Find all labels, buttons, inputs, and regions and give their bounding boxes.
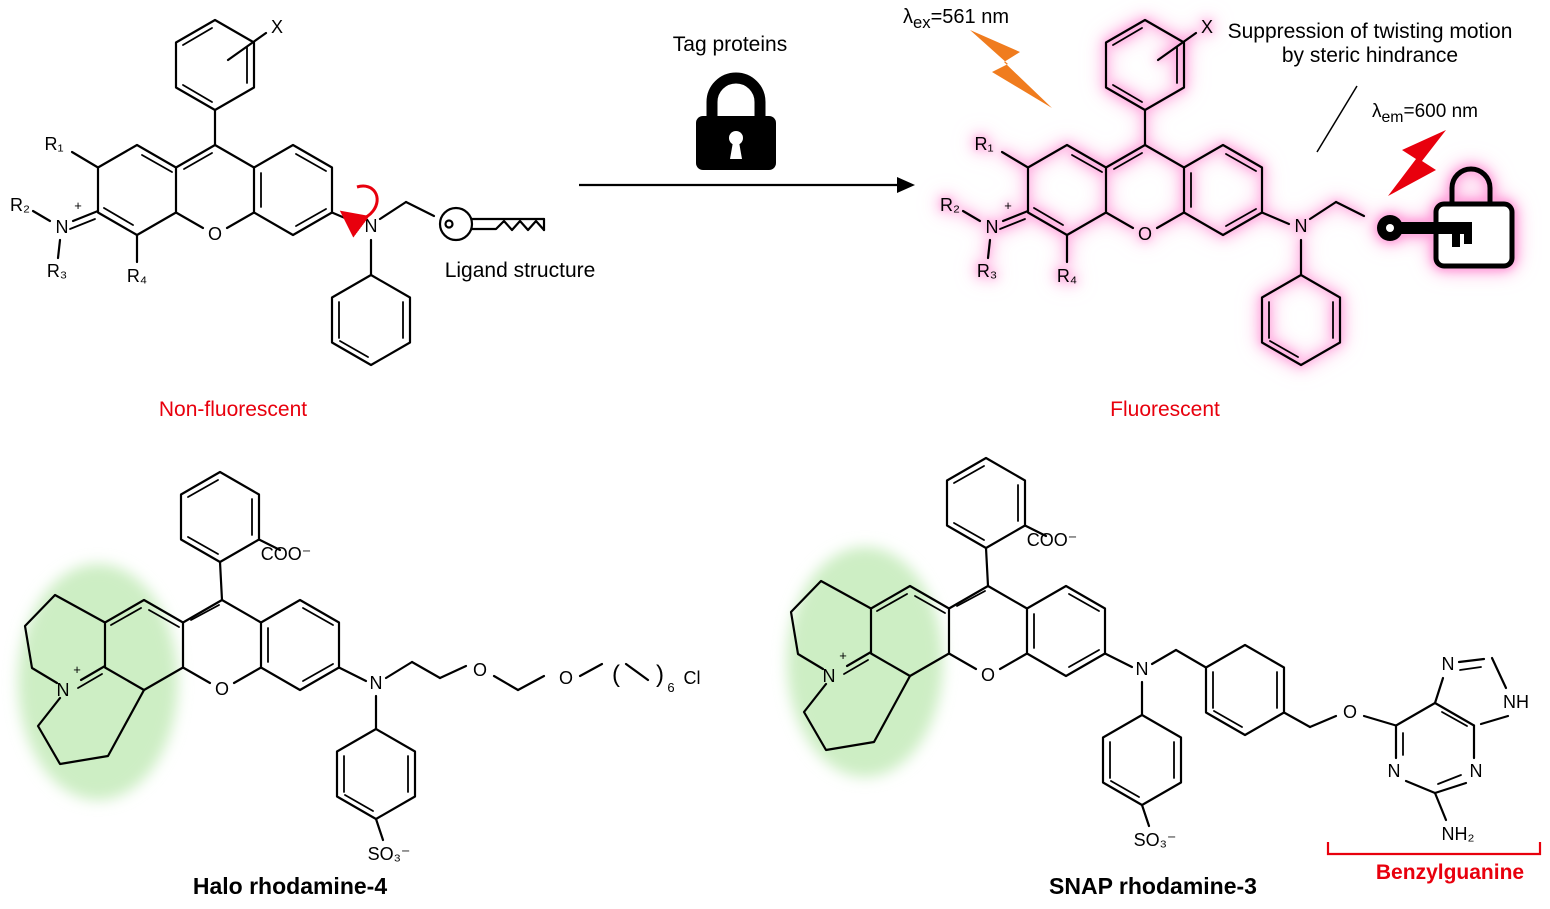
halo-rhodamine-structure: N + O COO⁻ N	[18, 470, 701, 864]
tag-proteins-label: Tag proteins	[672, 33, 788, 56]
julolidine-group: N +	[789, 579, 951, 752]
lightning-red-icon	[1388, 130, 1446, 196]
ether-oxygen-label: O	[559, 668, 573, 688]
r2-label: R₂	[940, 195, 960, 215]
r4-label: R₄	[1057, 266, 1077, 286]
nitrogen-plus-label: N	[823, 666, 836, 686]
ligand-structure-label: Ligand structure	[444, 259, 596, 282]
benzylguanine-bracket	[1326, 842, 1542, 856]
top-phenyl-carboxylate: COO⁻	[179, 470, 312, 602]
top-phenyl-ring: X	[1104, 17, 1213, 147]
top-phenyl-carboxylate: COO⁻	[945, 456, 1078, 588]
snap-title: SNAP rhodamine-3	[1049, 873, 1257, 899]
julolidine-group: N +	[23, 593, 185, 766]
aniline-sulfonate-group: N SO₃⁻	[1101, 652, 1183, 850]
paren-open: (	[612, 661, 620, 688]
nitrogen-plus-label: N	[56, 217, 69, 237]
xanthene-oxygen-label: O	[208, 224, 222, 244]
r1-label: R₁	[44, 134, 63, 154]
plus-charge-label: +	[839, 648, 847, 663]
guanine-group: N N NH₂ N NH	[1388, 654, 1530, 844]
julolidine-highlight	[18, 564, 178, 800]
twisting-arrow-icon	[339, 184, 379, 238]
aniline-right-group: N	[330, 200, 436, 367]
excitation-label: λex=561 nm	[903, 6, 1063, 32]
nitrogen-plus-label: N	[57, 680, 70, 700]
r4-label: R₄	[127, 266, 147, 286]
r3-label: R₃	[47, 261, 67, 281]
aniline-right-group: N	[1260, 200, 1366, 367]
suppression-note-line1: Suppression of twisting motion	[1227, 20, 1513, 43]
lambda-sub: em	[1381, 108, 1404, 126]
xanthene-oxygen-label: O	[981, 665, 995, 685]
lambda-symbol: λ	[1372, 101, 1382, 122]
plus-charge-label: +	[1004, 198, 1012, 213]
xanthene-oxygen-label: O	[1138, 224, 1152, 244]
aniline-nitrogen-label: N	[1136, 659, 1149, 679]
aniline-nitrogen-label: N	[1295, 216, 1308, 236]
halo-title: Halo rhodamine-4	[192, 873, 388, 899]
ether-oxygen-label: O	[473, 660, 487, 680]
carboxylate-label: COO⁻	[261, 544, 312, 564]
xanthene-core: O	[1026, 143, 1264, 244]
key-icon	[438, 206, 546, 242]
lambda-value: =600 nm	[1403, 101, 1478, 122]
plus-charge-label: +	[73, 662, 81, 677]
plus-charge-label: +	[74, 198, 82, 213]
lambda-value: =561 nm	[930, 6, 1009, 28]
n7-label: N	[1442, 654, 1455, 674]
fluorescent-structure: X O N + R₂ R₃ R₁	[940, 17, 1515, 367]
repeat-count-label: 6	[667, 680, 674, 695]
locked-key-icon	[1377, 166, 1515, 269]
snap-rhodamine-structure: N + O COO⁻ N	[787, 456, 1542, 856]
ether-oxygen-label: O	[1343, 702, 1357, 722]
benzylguanine-label: Benzylguanine	[1375, 861, 1525, 884]
halotag-linker-chain: O O ( ) 6 Cl	[384, 660, 701, 695]
nonfluorescent-state-label: Non-fluorescent	[158, 398, 308, 421]
aniline-nitrogen-label: N	[365, 216, 378, 236]
paren-close: )	[656, 661, 664, 688]
r2-label: R₂	[10, 195, 30, 215]
suppression-note: Suppression of twisting motion by steric…	[1190, 20, 1550, 68]
padlock-icon	[696, 72, 776, 170]
chloride-label: Cl	[684, 668, 701, 688]
lightning-orange-icon	[970, 30, 1052, 108]
carboxylate-label: COO⁻	[1027, 530, 1078, 550]
suppression-note-line2: by steric hindrance	[1281, 44, 1459, 68]
fluorescent-state-label: Fluorescent	[1110, 398, 1220, 421]
suppression-pointer-line	[1316, 85, 1358, 153]
n3-label: N	[1470, 761, 1483, 781]
xanthene-oxygen-label: O	[215, 679, 229, 699]
amino-left-group: N + R₂ R₃ R₁ R₄	[940, 134, 1077, 286]
nonfluorescent-structure: X O N + R₂ R₃ R₁	[10, 17, 546, 367]
lambda-sub: ex	[913, 13, 931, 32]
xanthene-core: O	[181, 598, 341, 699]
aniline-nitrogen-label: N	[370, 673, 383, 693]
xanthene-core: O	[947, 584, 1107, 685]
sulfonate-label: SO₃⁻	[368, 844, 411, 864]
substituent-x-label: X	[1201, 17, 1213, 37]
substituent-x-label: X	[271, 17, 283, 37]
aniline-sulfonate-group: N SO₃⁻	[335, 666, 417, 864]
r1-label: R₁	[974, 134, 993, 154]
sulfonate-label: SO₃⁻	[1134, 830, 1177, 850]
top-phenyl-ring: X	[174, 17, 283, 147]
n1-label: N	[1388, 761, 1401, 781]
reaction-arrow	[579, 177, 915, 193]
nitrogen-plus-label: N	[986, 217, 999, 237]
amine-label: NH₂	[1442, 824, 1475, 844]
benzyl-linker: O	[1150, 643, 1398, 737]
r3-label: R₃	[977, 261, 997, 281]
emission-label: λem=600 nm	[1372, 101, 1542, 127]
n9h-label: NH	[1503, 692, 1529, 712]
lambda-symbol: λ	[903, 6, 913, 28]
xanthene-core: O	[96, 143, 334, 244]
amino-left-group: N + R₂ R₃ R₁ R₄	[10, 134, 147, 286]
